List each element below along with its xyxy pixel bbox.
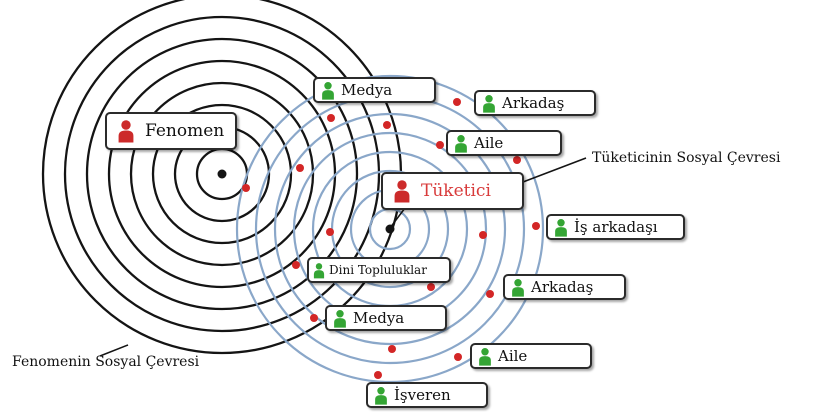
person-icon-green	[555, 218, 567, 237]
connector-dot	[327, 114, 335, 122]
consumer-caption-leader	[522, 157, 587, 183]
phenomenon-ring	[63, 15, 381, 333]
connector-dot	[532, 222, 540, 230]
phenomenon-node[interactable]: Fenomen	[105, 112, 237, 150]
connector-dot	[383, 121, 391, 129]
connector-dot	[242, 184, 250, 192]
connector-dot	[388, 345, 396, 353]
consumer-ring	[273, 112, 507, 346]
node-aile-bottom[interactable]: Aile	[470, 343, 592, 369]
person-icon-red	[394, 180, 410, 203]
connector-dot	[292, 261, 300, 269]
connector-dot	[296, 164, 304, 172]
node-medya-bottom[interactable]: Medya	[325, 305, 447, 331]
phenomenon-ring	[151, 103, 293, 245]
phenomenon-label: Fenomen	[145, 121, 225, 141]
node-label: Arkadaş	[531, 278, 594, 296]
node-isveren[interactable]: İşveren	[366, 382, 488, 408]
node-label: Medya	[353, 309, 405, 327]
node-label: İş arkadaşı	[574, 218, 658, 236]
node-is-arkadasi[interactable]: İş arkadaşı	[546, 214, 685, 240]
person-icon-green	[479, 347, 491, 366]
node-label: Arkadaş	[502, 94, 565, 112]
connector-dot	[436, 141, 444, 149]
node-aile-top[interactable]: Aile	[446, 130, 562, 156]
node-arkadas-top[interactable]: Arkadaş	[474, 90, 596, 116]
connector-dot	[326, 228, 334, 236]
phenomenon-center-dot	[217, 169, 227, 179]
person-icon-green	[512, 278, 524, 297]
connector-dot	[453, 98, 461, 106]
phenomenon-ring	[85, 37, 359, 311]
connector-dot	[486, 290, 494, 298]
connector-dot	[310, 314, 318, 322]
phenomenon-caption-leader	[99, 344, 129, 357]
person-icon-red	[118, 120, 134, 143]
consumer-circle-caption: Tüketicinin Sosyal Çevresi	[592, 150, 781, 166]
node-medya-top[interactable]: Medya	[313, 77, 436, 103]
connector-dot	[454, 353, 462, 361]
phenomenon-circle-caption: Fenomenin Sosyal Çevresi	[12, 354, 200, 370]
node-label: Dini Topluluklar	[329, 263, 427, 277]
connector-dot	[374, 371, 382, 379]
person-icon-green	[313, 262, 325, 278]
node-arkadas-bottom[interactable]: Arkadaş	[503, 274, 626, 300]
consumer-node[interactable]: Tüketici	[381, 172, 524, 210]
connector-dots	[242, 98, 540, 379]
person-icon-green	[455, 134, 467, 153]
node-label: Medya	[341, 81, 393, 99]
connector-dot	[479, 231, 487, 239]
person-icon-green	[483, 94, 495, 113]
node-label: İşveren	[394, 386, 451, 404]
person-icon-green	[334, 309, 346, 328]
node-dini-topluluklar[interactable]: Dini Topluluklar	[307, 257, 451, 283]
consumer-center-dot	[385, 224, 395, 234]
node-label: Aile	[474, 134, 504, 152]
phenomenon-ring	[129, 81, 315, 267]
connector-dot	[427, 283, 435, 291]
node-label: Aile	[498, 347, 528, 365]
connector-dot	[513, 156, 521, 164]
consumer-label: Tüketici	[421, 181, 491, 201]
person-icon-green	[322, 81, 334, 100]
person-icon-green	[375, 386, 387, 405]
